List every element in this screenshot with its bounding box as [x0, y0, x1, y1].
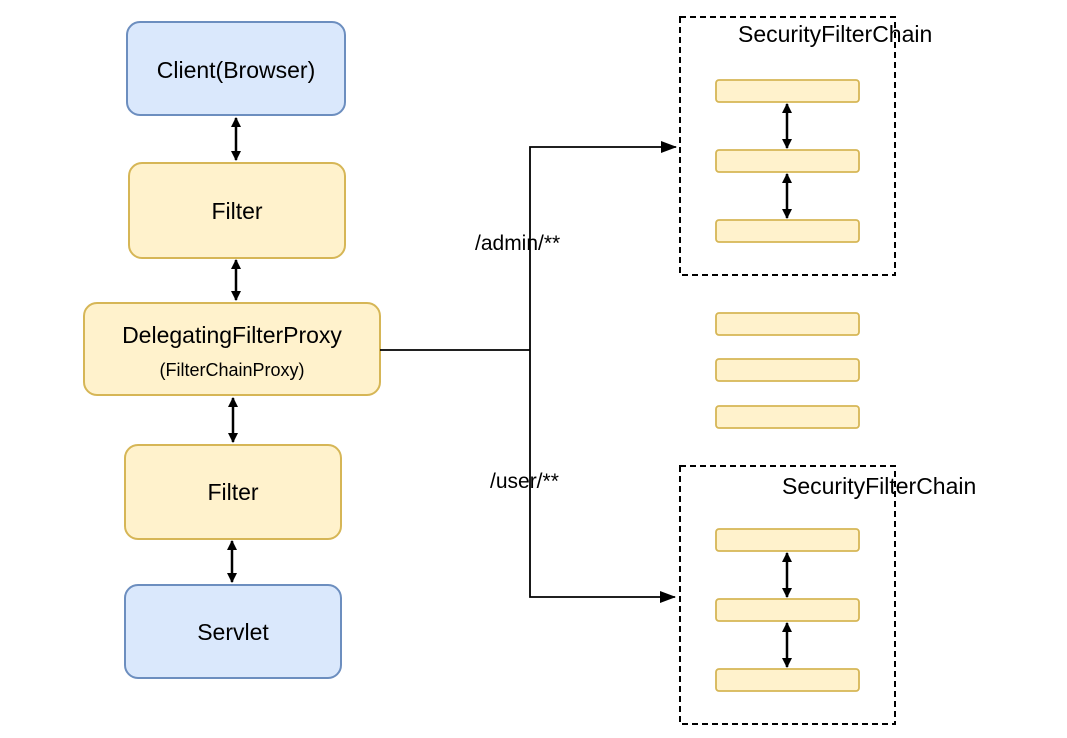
middle-filter-3 [715, 405, 860, 429]
middle-filter-1 [715, 312, 860, 336]
security-filter-chain-top: SecurityFilterChain [679, 16, 932, 276]
admin-route-line [529, 141, 677, 350]
security-filter-chain-bottom: SecurityFilterChain [679, 465, 976, 725]
servlet-label: Servlet [197, 619, 269, 645]
left-column-connectors [227, 117, 241, 583]
client-browser-node: Client(Browser) [126, 21, 346, 116]
filter-top-label: Filter [211, 198, 262, 224]
delegating-filter-proxy-label: DelegatingFilterProxy [122, 322, 342, 348]
security-filter-chain-top-title: SecurityFilterChain [738, 21, 932, 47]
filter-top-node: Filter [128, 162, 346, 259]
chain-top-filter-1 [715, 79, 860, 103]
filter-chain-proxy-label: (FilterChainProxy) [159, 360, 304, 380]
security-filter-chain-bottom-title: SecurityFilterChain [782, 473, 976, 499]
routing-lines [380, 141, 677, 603]
filter-bottom-label: Filter [207, 479, 258, 505]
servlet-node: Servlet [124, 584, 342, 679]
client-browser-label: Client(Browser) [157, 57, 315, 83]
security-filter-chain-top-border [679, 16, 896, 276]
admin-route-label: /admin/** [475, 232, 560, 255]
user-route-line [529, 350, 676, 603]
chain-top-filter-2 [715, 149, 860, 173]
security-filter-chain-bottom-border [679, 465, 896, 725]
delegating-filter-proxy-node: DelegatingFilterProxy (FilterChainProxy) [83, 302, 381, 396]
chain-top-filter-3 [715, 219, 860, 243]
middle-filter-stack [715, 312, 860, 429]
chain-bottom-filter-1 [715, 528, 860, 552]
user-route-label: /user/** [490, 470, 559, 493]
chain-bottom-filter-3 [715, 668, 860, 692]
middle-filter-2 [715, 358, 860, 382]
filter-bottom-node: Filter [124, 444, 342, 540]
chain-bottom-filter-2 [715, 598, 860, 622]
